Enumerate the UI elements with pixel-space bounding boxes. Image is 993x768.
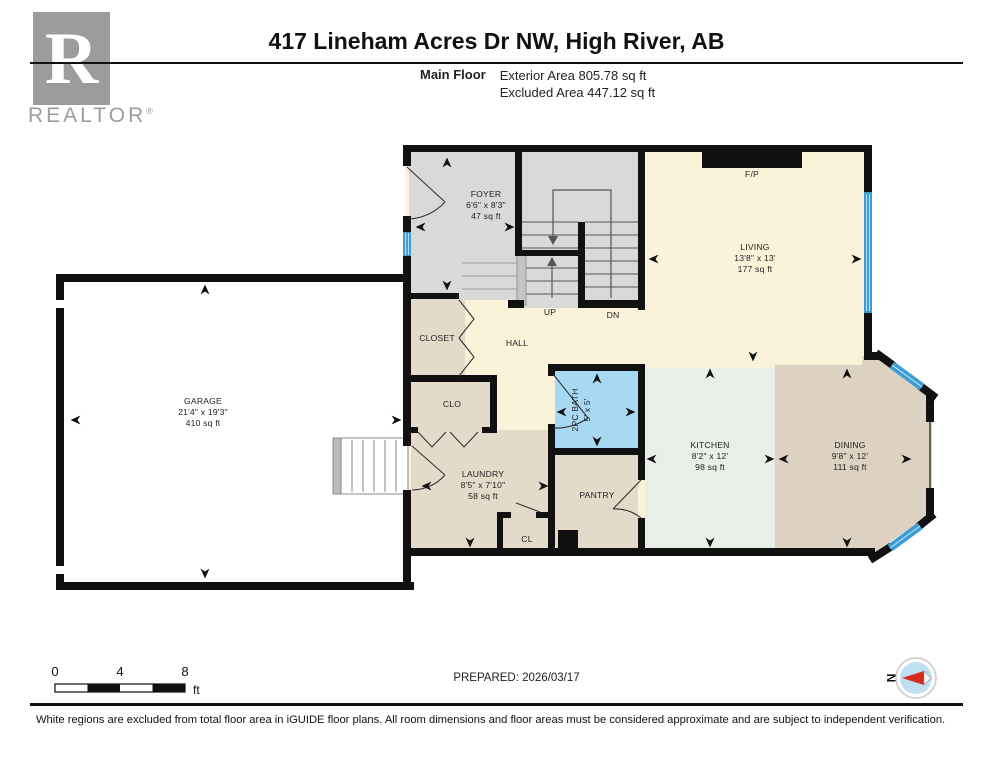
- page-title: 417 Lineham Acres Dr NW, High River, AB: [268, 28, 725, 54]
- label-kitchen-name: KITCHEN: [690, 440, 729, 450]
- room-clo: [411, 382, 490, 430]
- label-bath-dims: 5' x 5': [582, 398, 592, 421]
- registered-mark: ®: [146, 106, 156, 116]
- exterior-area: Exterior Area 805.78 sq ft: [499, 68, 647, 83]
- closet-bifold-doors: [458, 299, 475, 377]
- label-living-area: 177 sq ft: [738, 264, 773, 274]
- room-kitchen: [645, 368, 775, 548]
- compass-north-label: N: [884, 674, 898, 683]
- room-laundry: [411, 430, 548, 548]
- label-garage-area: 410 sq ft: [186, 418, 221, 428]
- label-foyer-dims: 6'6" x 8'3": [466, 200, 506, 210]
- label-closet: CLOSET: [419, 333, 455, 343]
- compass: N: [884, 657, 937, 699]
- label-clo: CLO: [443, 399, 461, 409]
- garage-door-to-laundry: [411, 445, 446, 491]
- footer-divider: [30, 703, 963, 706]
- realtor-wordmark: REALTOR®: [28, 104, 156, 127]
- room-closet: [411, 299, 465, 375]
- label-garage-name: GARAGE: [184, 396, 222, 406]
- room-garage: [64, 282, 405, 582]
- realtor-logo-letter: R: [44, 17, 99, 100]
- label-kitchen-dims: 8'2" x 12': [692, 451, 729, 461]
- label-living-name: LIVING: [740, 242, 769, 252]
- clo-bifold-doors: [417, 431, 479, 448]
- header-divider: [30, 62, 963, 64]
- doors: [406, 166, 642, 519]
- label-living-dims: 13'8" x 13': [734, 253, 776, 263]
- walls: [56, 145, 934, 590]
- excluded-area: Excluded Area 447.12 sq ft: [499, 85, 656, 100]
- disclaimer-text: White regions are excluded from total fl…: [36, 714, 946, 726]
- room-bath: [555, 371, 638, 448]
- room-labels: FOYER 6'6" x 8'3" 47 sq ft LIVING 13'8" …: [178, 169, 868, 544]
- bath-door: [552, 373, 589, 429]
- label-dining-name: DINING: [834, 440, 865, 450]
- scale-tick-4: 4: [116, 664, 123, 679]
- floor-summary: Main Floor Exterior Area 805.78 sq ft Ex…: [420, 67, 655, 101]
- windows: [403, 192, 931, 552]
- label-laundry-dims: 8'5" x 7'10": [461, 480, 506, 490]
- dimension-arrows: [70, 155, 912, 579]
- room-dining: [775, 356, 932, 554]
- stair-landing-edge: [516, 254, 527, 306]
- scale-bar: 0 4 8 ft: [51, 664, 200, 697]
- entry-door: [406, 166, 446, 220]
- label-foyer-name: FOYER: [471, 189, 502, 199]
- garage-stairs: [332, 437, 409, 495]
- bay-walls: [867, 349, 939, 564]
- label-foyer-area: 47 sq ft: [471, 211, 501, 221]
- label-stairs-up: UP: [544, 307, 556, 317]
- label-hall: HALL: [506, 338, 528, 348]
- label-dining-area: 111 sq ft: [833, 462, 867, 472]
- stair-direction-arrows: [547, 189, 612, 298]
- scale-tick-0: 0: [51, 664, 58, 679]
- scale-unit: ft: [193, 683, 200, 697]
- prepared-date: PREPARED: 2026/03/17: [453, 672, 580, 684]
- floor-label: Main Floor: [420, 67, 486, 82]
- cl-door: [515, 502, 541, 513]
- foyer-window: [403, 232, 411, 256]
- label-garage-dims: 21'4" x 19'3": [178, 407, 228, 417]
- label-pantry: PANTRY: [579, 490, 614, 500]
- pantry-door: [612, 479, 642, 519]
- label-stairs-dn: DN: [607, 310, 620, 320]
- room-foyer: [409, 152, 519, 300]
- living-window: [864, 192, 872, 313]
- scale-tick-8: 8: [181, 664, 188, 679]
- foyer-step-lines: [462, 262, 519, 290]
- label-fireplace: F/P: [745, 169, 759, 179]
- label-laundry-area: 58 sq ft: [468, 491, 498, 501]
- compass-needle-south: [923, 670, 932, 686]
- label-kitchen-area: 98 sq ft: [695, 462, 725, 472]
- label-laundry-name: LAUNDRY: [462, 469, 504, 479]
- label-dining-dims: 9'8" x 12': [832, 451, 869, 461]
- label-bath-name: 2PC BATH: [570, 389, 580, 432]
- compass-needle-north: [902, 671, 924, 685]
- realtor-logo: R: [33, 12, 110, 105]
- label-cl: CL: [521, 534, 532, 544]
